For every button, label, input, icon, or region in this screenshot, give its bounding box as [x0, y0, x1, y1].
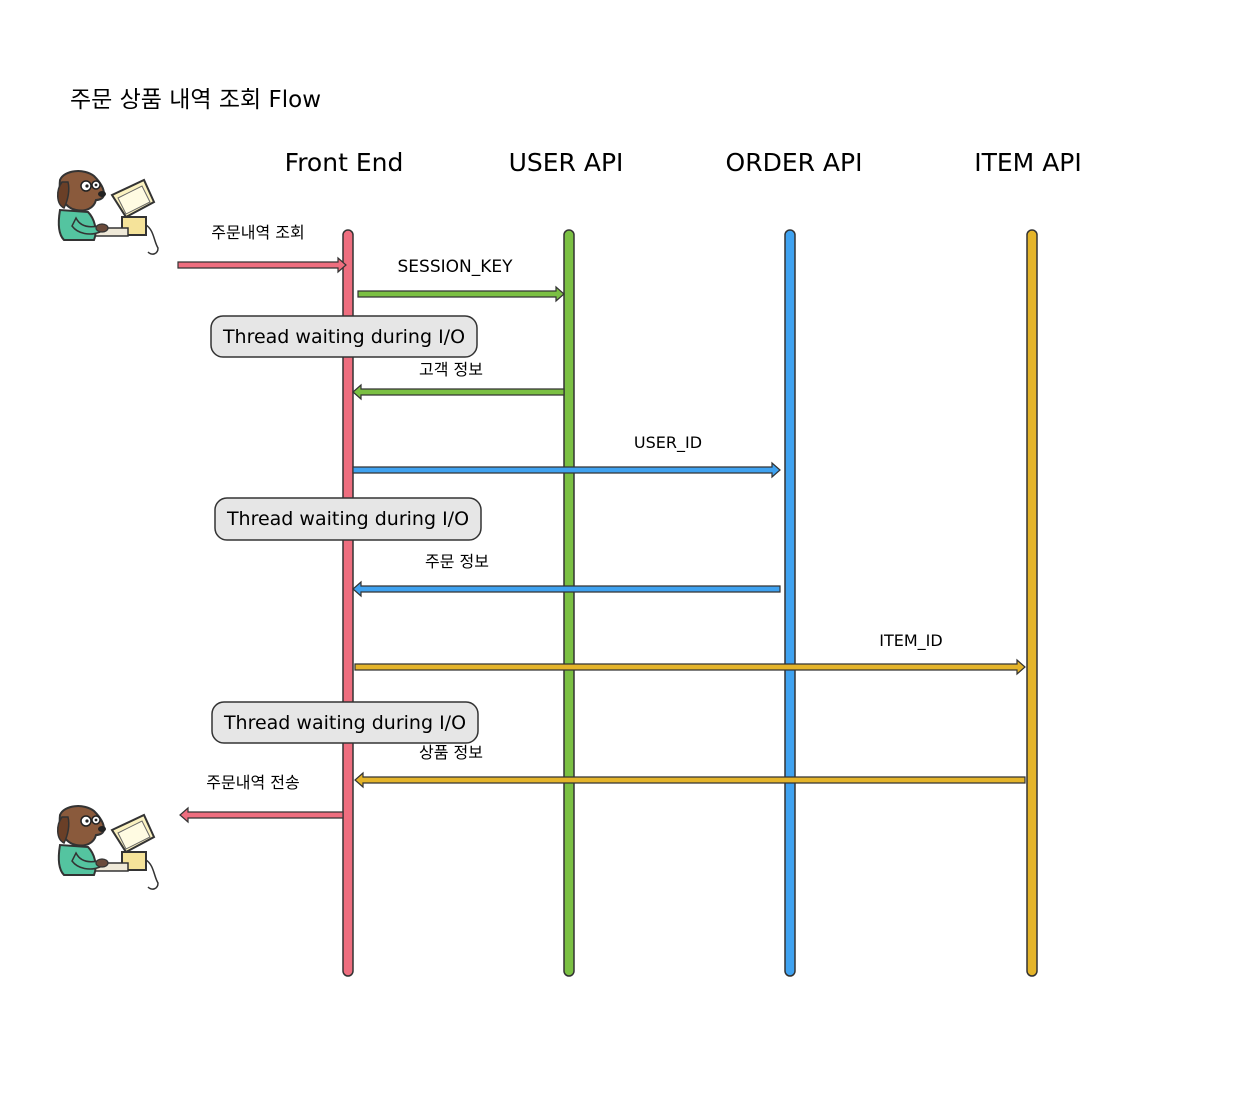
note-text: Thread waiting during I/O	[223, 712, 466, 734]
lifeline-front-end	[342, 229, 354, 977]
message-product-info: 상품 정보	[354, 743, 1026, 789]
message-order-history-response: 주문내역 전송	[179, 773, 344, 824]
message-label: USER_ID	[634, 433, 702, 453]
participant-item-api-label: ITEM API	[974, 148, 1082, 177]
lifeline-item-api	[1026, 229, 1038, 977]
lifeline-order-api	[784, 229, 796, 977]
message-user-id: USER_ID	[352, 433, 781, 479]
participant-order-api-label: ORDER API	[726, 148, 863, 177]
message-label: 상품 정보	[419, 743, 483, 762]
note-text: Thread waiting during I/O	[226, 508, 469, 530]
message-label: 주문내역 전송	[206, 773, 299, 792]
lifeline-user-api	[563, 229, 575, 977]
message-label: ITEM_ID	[879, 631, 942, 651]
client-icon-bottom	[56, 805, 159, 891]
message-order-history-request: 주문내역 조회	[177, 223, 347, 274]
message-label: 고객 정보	[419, 360, 483, 379]
thread-waiting-note-3: Thread waiting during I/O	[211, 701, 479, 744]
thread-waiting-note-1: Thread waiting during I/O	[210, 315, 478, 358]
thread-waiting-note-2: Thread waiting during I/O	[214, 497, 482, 541]
diagram-title: 주문 상품 내역 조회 Flow	[70, 87, 321, 113]
note-text: Thread waiting during I/O	[222, 326, 465, 348]
client-icon-top	[56, 170, 159, 256]
message-order-info: 주문 정보	[352, 552, 781, 598]
message-label: SESSION_KEY	[398, 257, 514, 277]
message-customer-info: 고객 정보	[352, 360, 565, 401]
message-item-id: ITEM_ID	[354, 631, 1026, 676]
message-session-key: SESSION_KEY	[357, 257, 565, 303]
participant-front-end-label: Front End	[285, 148, 404, 177]
message-label: 주문내역 조회	[211, 223, 304, 242]
participant-user-api-label: USER API	[509, 148, 624, 177]
message-label: 주문 정보	[425, 552, 489, 571]
